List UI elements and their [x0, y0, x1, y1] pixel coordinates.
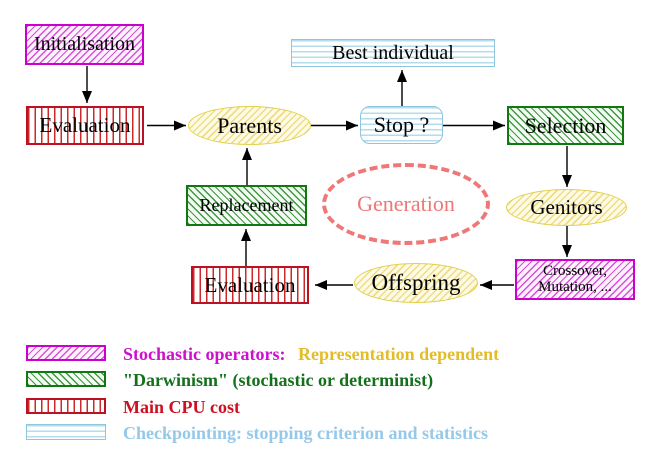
legend-text-representation: Representation dependent — [297, 344, 500, 364]
legend-swatch-green-hatch — [26, 371, 106, 387]
node-replacement: Replacement — [186, 185, 307, 226]
node-selection: Selection — [507, 106, 624, 145]
legend-row-darwinism: "Darwinism" (stochastic or determinist) — [0, 370, 662, 390]
node-evaluation-top: Evaluation — [26, 106, 144, 145]
crossover-line1: Crossover, — [543, 262, 607, 279]
legend-swatch-red-stripes — [26, 398, 106, 414]
legend-row-stochastic-operators: Stochastic operators: Representation dep… — [0, 344, 662, 364]
node-initialisation: Initialisation — [25, 24, 144, 65]
node-stop: Stop ? — [360, 106, 443, 144]
node-crossover-mutation: Crossover, Mutation, ... — [515, 259, 635, 300]
legend-row-cpu-cost: Main CPU cost — [0, 397, 662, 417]
node-parents: Parents — [188, 106, 311, 145]
node-generation: Generation — [322, 163, 490, 245]
legend-text-darwinism: "Darwinism" (stochastic or determinist) — [123, 370, 434, 390]
crossover-line2: Mutation, ... — [538, 278, 612, 295]
node-evaluation-bottom: Evaluation — [191, 266, 309, 304]
node-best-individual: Best individual — [291, 39, 495, 67]
legend-text-checkpointing: Checkpointing: stopping criterion and st… — [123, 423, 489, 443]
legend-row-checkpointing: Checkpointing: stopping criterion and st… — [0, 423, 662, 443]
legend-text-cpu-cost: Main CPU cost — [123, 397, 240, 417]
node-offspring: Offspring — [354, 263, 478, 303]
node-genitors: Genitors — [506, 189, 627, 226]
legend-swatch-magenta-hatch — [26, 345, 106, 361]
legend-swatch-cyan-stripes — [26, 424, 106, 440]
legend-text-stochastic: Stochastic operators: — [123, 344, 286, 364]
legend-label: Stochastic operators: Representation dep… — [123, 344, 499, 364]
